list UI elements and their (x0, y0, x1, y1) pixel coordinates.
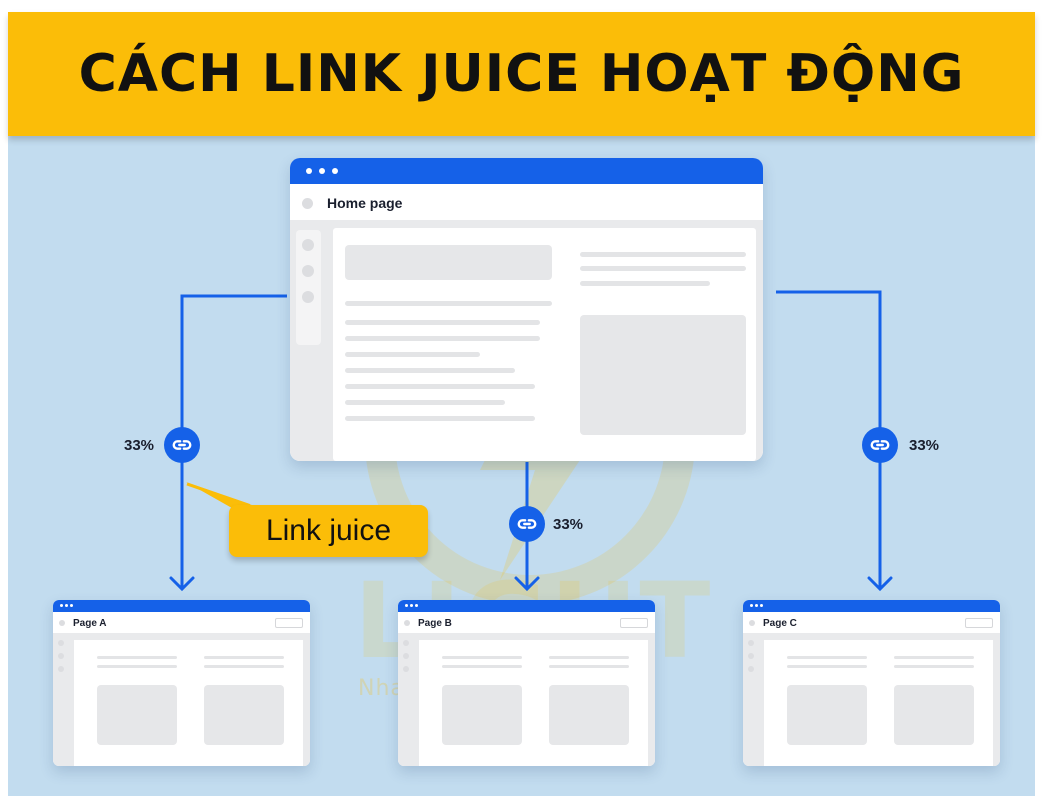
connector-page-a (180, 294, 287, 588)
page-a-title: Page A (73, 617, 107, 629)
connector-page-c (776, 290, 882, 588)
link-badge-page-a (164, 427, 200, 463)
page-title: CÁCH LINK JUICE HOẠT ĐỘNG (78, 44, 965, 104)
page-b-window: Page B (398, 600, 655, 766)
link-badge-page-b (509, 506, 545, 542)
link-badge-page-c (862, 427, 898, 463)
link-icon (172, 440, 192, 450)
link-percent-page-c: 33% (909, 437, 940, 454)
page-c-window: Page C (743, 600, 1000, 766)
link-icon (517, 519, 537, 529)
link-icon (870, 440, 890, 450)
link-juice-callout: Link juice (229, 505, 428, 557)
page-c-title: Page C (763, 617, 797, 629)
home-page-window: Home page (290, 158, 763, 461)
home-page-title: Home page (327, 195, 403, 211)
page-b-title: Page B (418, 617, 452, 629)
link-percent-page-a: 33% (124, 437, 155, 454)
arrow-down-icon (867, 576, 893, 592)
page-a-window: Page A (53, 600, 310, 766)
link-percent-page-b: 33% (553, 516, 584, 533)
arrow-down-icon (169, 576, 195, 592)
title-banner: CÁCH LINK JUICE HOẠT ĐỘNG (8, 12, 1035, 136)
arrow-down-icon (514, 576, 540, 592)
